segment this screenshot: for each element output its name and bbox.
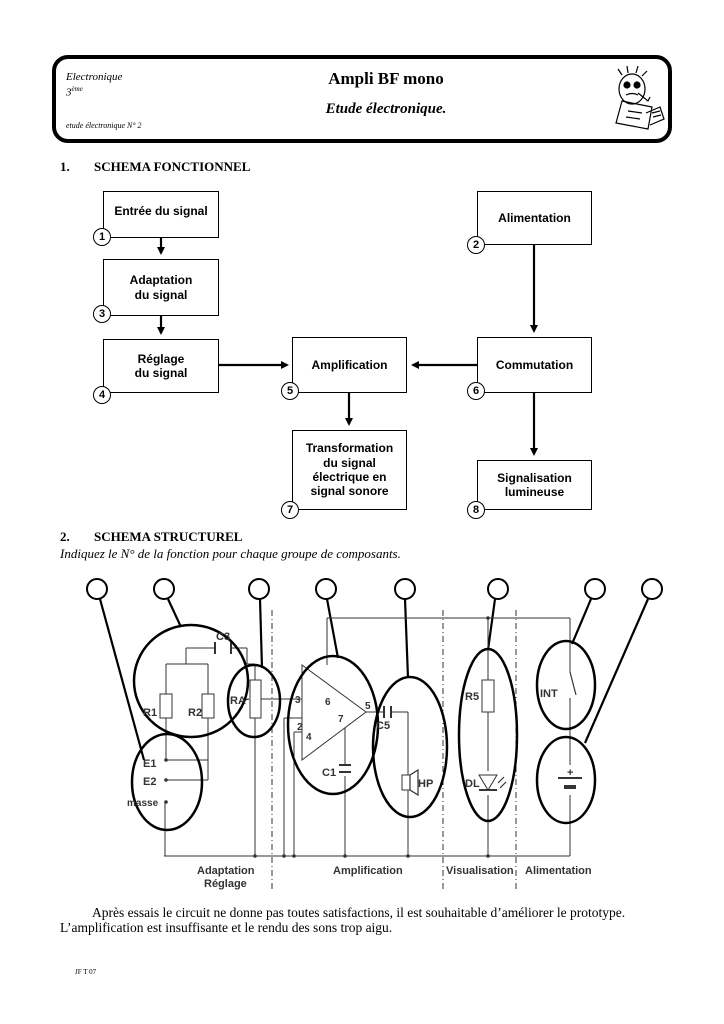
label-masse: masse xyxy=(127,798,159,809)
block-amplification: Amplification xyxy=(292,337,407,393)
label-dl: DL xyxy=(465,778,480,790)
document-reference: etude électronique N° 2 xyxy=(66,121,142,130)
resistor-r2 xyxy=(201,693,215,719)
label-pin3: 3 xyxy=(295,695,301,706)
resistor-r5 xyxy=(481,679,495,713)
answer-circle-4 xyxy=(315,578,337,600)
page-title: Ampli BF mono xyxy=(328,69,444,88)
block-entree-du-signal: Entrée du signal xyxy=(103,191,219,238)
label-pin5: 5 xyxy=(365,701,371,712)
answer-circle-1 xyxy=(86,578,108,600)
label-zone-alimentation: Alimentation xyxy=(525,865,592,877)
block-commutation: Commutation xyxy=(477,337,592,393)
subject-label: Electronique xyxy=(66,71,123,83)
label-c1: C1 xyxy=(322,767,336,779)
block-number-8: 8 xyxy=(467,501,485,519)
label-plus: + xyxy=(567,767,573,779)
answer-circle-8 xyxy=(641,578,663,600)
label-zone-adaptation: Adaptation xyxy=(197,865,255,877)
group-ellipse-adaptation xyxy=(132,623,250,739)
answer-circle-6 xyxy=(487,578,509,600)
resistor-r1 xyxy=(159,693,173,719)
block-adaptation-du-signal: Adaptation du signal xyxy=(103,259,219,316)
answer-circle-7 xyxy=(584,578,606,600)
group-ellipse-alimentation xyxy=(535,735,597,825)
answer-circle-2 xyxy=(153,578,175,600)
section1-heading: 1.SCHEMA FONCTIONNEL xyxy=(60,159,251,174)
conclusion-line-2: L’amplification est insuffisante et le r… xyxy=(60,920,393,935)
label-e2: E2 xyxy=(143,776,156,788)
footer-code: JF T 07 xyxy=(75,968,97,976)
block-number-2: 2 xyxy=(467,236,485,254)
block-transformation-signal-sonore: Transformation du signal électrique en s… xyxy=(292,430,407,510)
block-number-4: 4 xyxy=(93,386,111,404)
section2-instruction: Indiquez le N° de la fonction pour chaqu… xyxy=(60,546,401,561)
answer-circle-5 xyxy=(394,578,416,600)
group-ellipse-entree xyxy=(130,732,204,832)
speaker-hp xyxy=(401,774,411,791)
page-subtitle: Etude électronique. xyxy=(325,101,447,117)
block-number-7: 7 xyxy=(281,501,299,519)
label-r1: R1 xyxy=(143,707,157,719)
label-pin4: 4 xyxy=(306,732,312,743)
label-c5: C5 xyxy=(376,720,390,732)
label-hp: HP xyxy=(418,778,433,790)
label-int: INT xyxy=(540,688,558,700)
group-ellipse-visualisation xyxy=(457,647,519,823)
label-pin7: 7 xyxy=(338,714,344,725)
thinking-character-illustration-icon xyxy=(615,65,665,130)
label-r2: R2 xyxy=(188,707,202,719)
block-number-3: 3 xyxy=(93,305,111,323)
label-e1: E1 xyxy=(143,758,156,770)
label-r5: R5 xyxy=(465,691,479,703)
group-ellipse-amplification xyxy=(286,654,380,796)
block-number-1: 1 xyxy=(93,228,111,246)
conclusion-line-1: Après essais le circuit ne donne pas tou… xyxy=(92,905,626,920)
header-box: Electronique 3ème etude électronique N° … xyxy=(52,55,672,143)
group-ellipse-hp xyxy=(371,675,449,819)
label-zone-amplification: Amplification xyxy=(333,865,403,877)
answer-circle-3 xyxy=(248,578,270,600)
block-number-6: 6 xyxy=(467,382,485,400)
class-level: 3ème xyxy=(66,85,83,99)
label-pin6: 6 xyxy=(325,697,331,708)
group-ellipse-commutation xyxy=(535,639,597,731)
label-zone-visualisation: Visualisation xyxy=(446,865,514,877)
led-dl xyxy=(478,774,498,791)
group-ellipse-reglage xyxy=(226,663,282,739)
potentiometer-ra xyxy=(249,679,262,719)
label-zone-reglage: Réglage xyxy=(204,878,247,890)
block-signalisation-lumineuse: Signalisation lumineuse xyxy=(477,460,592,510)
label-pin2: 2 xyxy=(297,722,303,733)
amplifier-triangle xyxy=(301,664,367,761)
label-ra: RA xyxy=(230,695,246,707)
section2-heading: 2.SCHEMA STRUCTUREL xyxy=(60,529,243,544)
block-alimentation: Alimentation xyxy=(477,191,592,245)
label-c3: C3 xyxy=(216,631,230,643)
block-number-5: 5 xyxy=(281,382,299,400)
block-reglage-du-signal: Réglage du signal xyxy=(103,339,219,393)
